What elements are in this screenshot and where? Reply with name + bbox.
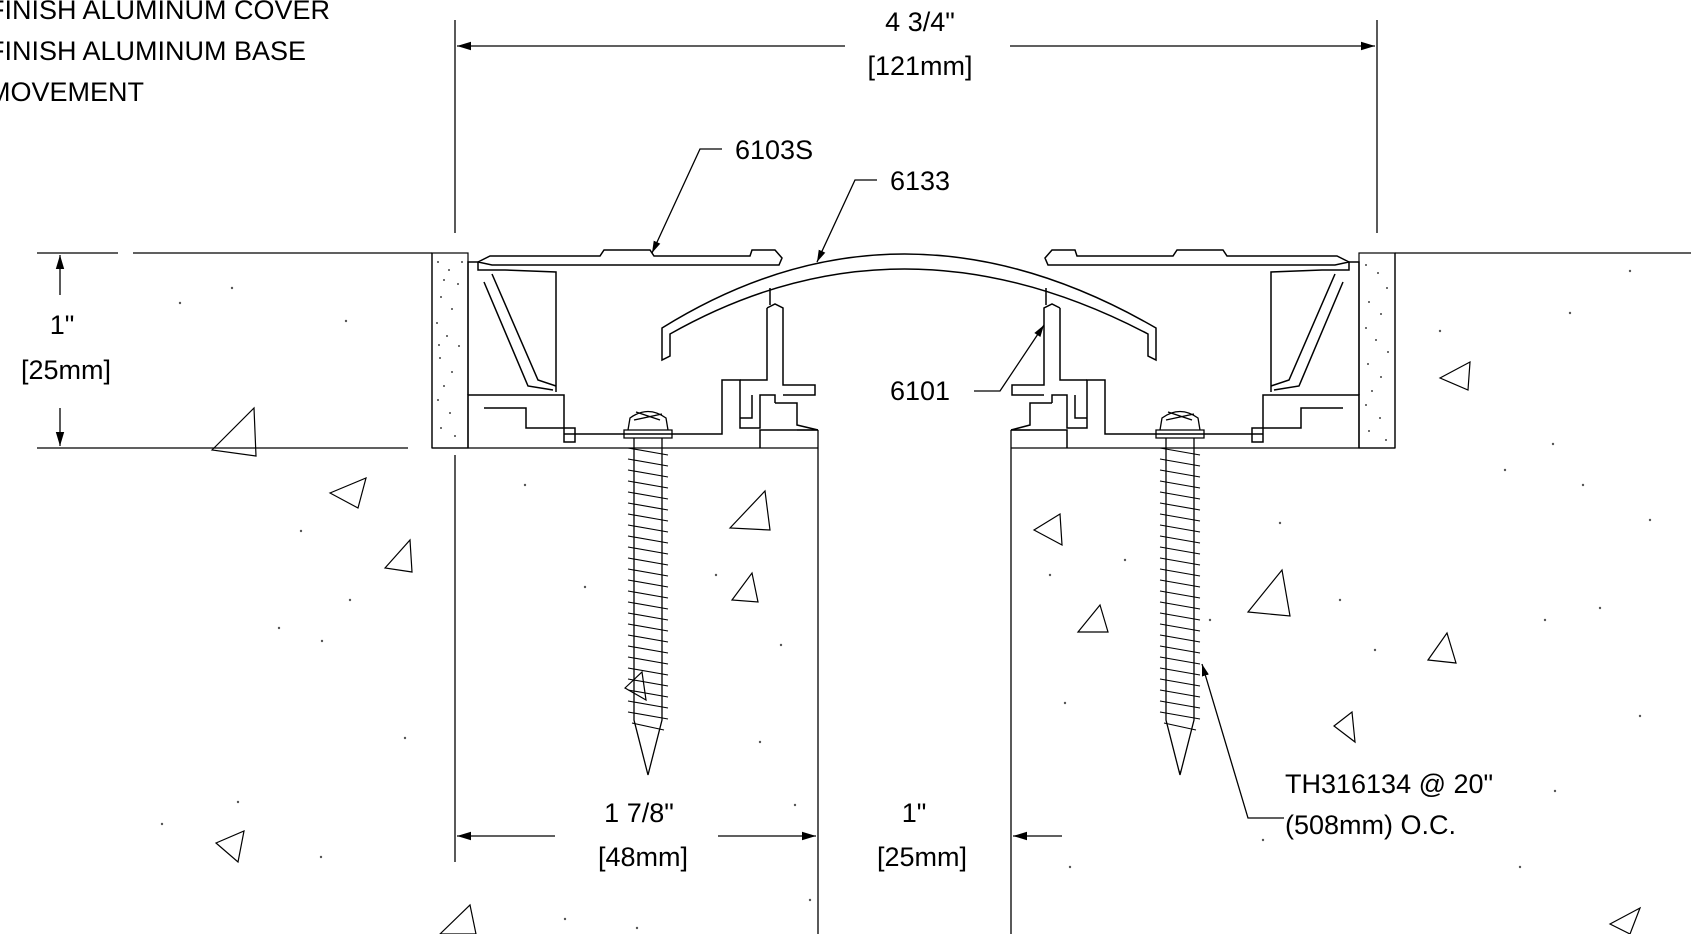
edge-sealant-left — [431, 252, 469, 449]
callout-6101: 6101 — [890, 376, 950, 406]
callout-6103s: 6103S — [735, 135, 813, 165]
note-movement: MOVEMENT — [0, 77, 145, 107]
overall-width-imperial: 4 3/4" — [885, 7, 955, 37]
arched-cover-6133 — [661, 253, 1157, 362]
cover-plate-6103s — [475, 249, 1352, 266]
edge-sealant-right — [1358, 252, 1396, 449]
anchor-screw-right — [1155, 410, 1205, 776]
overall-width-metric: [121mm] — [867, 51, 972, 81]
leader-6133 — [816, 179, 877, 263]
leader-6101 — [974, 324, 1045, 392]
anchor-screw-left — [623, 410, 673, 776]
dimension-flange — [454, 455, 816, 862]
spec-notes: FINISH ALUMINUM COVER FINISH ALUMINUM BA… — [0, 0, 330, 113]
gap-imperial: 1" — [902, 798, 927, 828]
flange-imperial: 1 7/8" — [604, 798, 674, 828]
callout-anchor-line2: (508mm) O.C. — [1285, 810, 1456, 840]
base-frame-left — [467, 261, 819, 448]
leader-6103s — [651, 148, 722, 254]
callout-anchor-line1: TH316134 @ 20" — [1285, 769, 1493, 799]
note-cover: FINISH ALUMINUM COVER — [0, 0, 331, 25]
base-frame-right — [1010, 261, 1360, 448]
note-base: FINISH ALUMINUM BASE — [0, 36, 307, 66]
callout-6133: 6133 — [890, 166, 950, 196]
depth-metric: [25mm] — [21, 355, 111, 385]
gap-metric: [25mm] — [877, 842, 967, 872]
depth-imperial: 1" — [50, 310, 75, 340]
aggregate-marks — [210, 360, 1642, 934]
dimension-overall-width — [454, 20, 1378, 233]
flange-metric: [48mm] — [598, 842, 688, 872]
leader-anchor — [1201, 663, 1284, 819]
